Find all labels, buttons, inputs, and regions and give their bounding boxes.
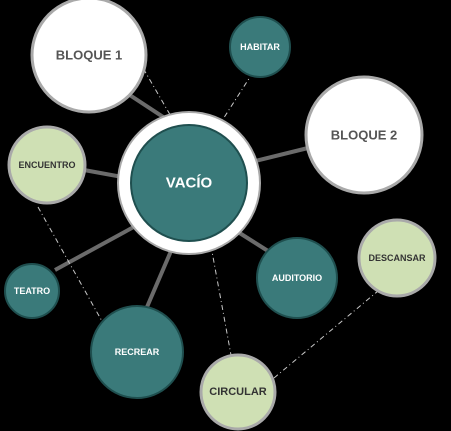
node-vacio: VACÍO — [117, 111, 261, 255]
node-encuentro-circle — [7, 125, 87, 205]
node-layer: VACÍO BLOQUE 1 BLOQUE 2 HABITAR ENCUENTRO TEA… — [4, 0, 437, 431]
link-circular-descansar-dashed — [273, 290, 379, 379]
node-bloque2-label: BLOQUE 2 — [331, 128, 397, 143]
node-auditorio-circle — [256, 237, 338, 319]
link-layer — [37, 67, 379, 379]
node-recrear-label: RECREAR — [115, 347, 160, 357]
link-vacio-habitar-dashed — [217, 76, 251, 128]
node-bloque1-label: BLOQUE 1 — [56, 48, 122, 63]
node-habitar-label: HABITAR — [240, 42, 280, 52]
node-circular-circle — [199, 353, 277, 431]
node-recrear-circle — [90, 305, 184, 399]
node-vacio-label: VACÍO — [166, 175, 213, 192]
node-descansar-label: DESCANSAR — [368, 253, 426, 263]
link-vacio-teatro-solid — [54, 221, 142, 272]
node-bloque2: BLOQUE 2 — [304, 75, 424, 195]
node-teatro-label: TEATRO — [14, 286, 50, 296]
link-encuentro-recrear-dashed — [37, 206, 104, 324]
node-bloque2-circle — [304, 75, 424, 195]
node-teatro-circle — [4, 263, 60, 319]
node-encuentro-label: ENCUENTRO — [18, 160, 75, 170]
link-vacio-bloque1-dashed — [142, 67, 177, 126]
node-teatro: TEATRO — [4, 263, 60, 319]
link-vacio-recrear-solid — [142, 243, 176, 315]
node-habitar-circle — [229, 16, 291, 78]
link-vacio-circular-dashed — [210, 245, 232, 356]
node-auditorio-label: AUDITORIO — [272, 273, 322, 283]
node-descansar: DESCANSAR — [357, 218, 437, 298]
node-habitar: HABITAR — [229, 16, 291, 78]
node-recrear: RECREAR — [90, 305, 184, 399]
node-encuentro: ENCUENTRO — [7, 125, 87, 205]
node-circular-label: CIRCULAR — [209, 386, 266, 398]
node-circular: CIRCULAR — [199, 353, 277, 431]
node-descansar-circle — [357, 218, 437, 298]
node-bloque1-circle — [30, 0, 148, 114]
link-vacio-auditorio-solid — [236, 230, 270, 253]
link-vacio-bloque2-solid — [250, 146, 309, 164]
node-bloque1: BLOQUE 1 — [30, 0, 148, 114]
node-auditorio: AUDITORIO — [256, 237, 338, 319]
center-circle — [130, 124, 248, 242]
